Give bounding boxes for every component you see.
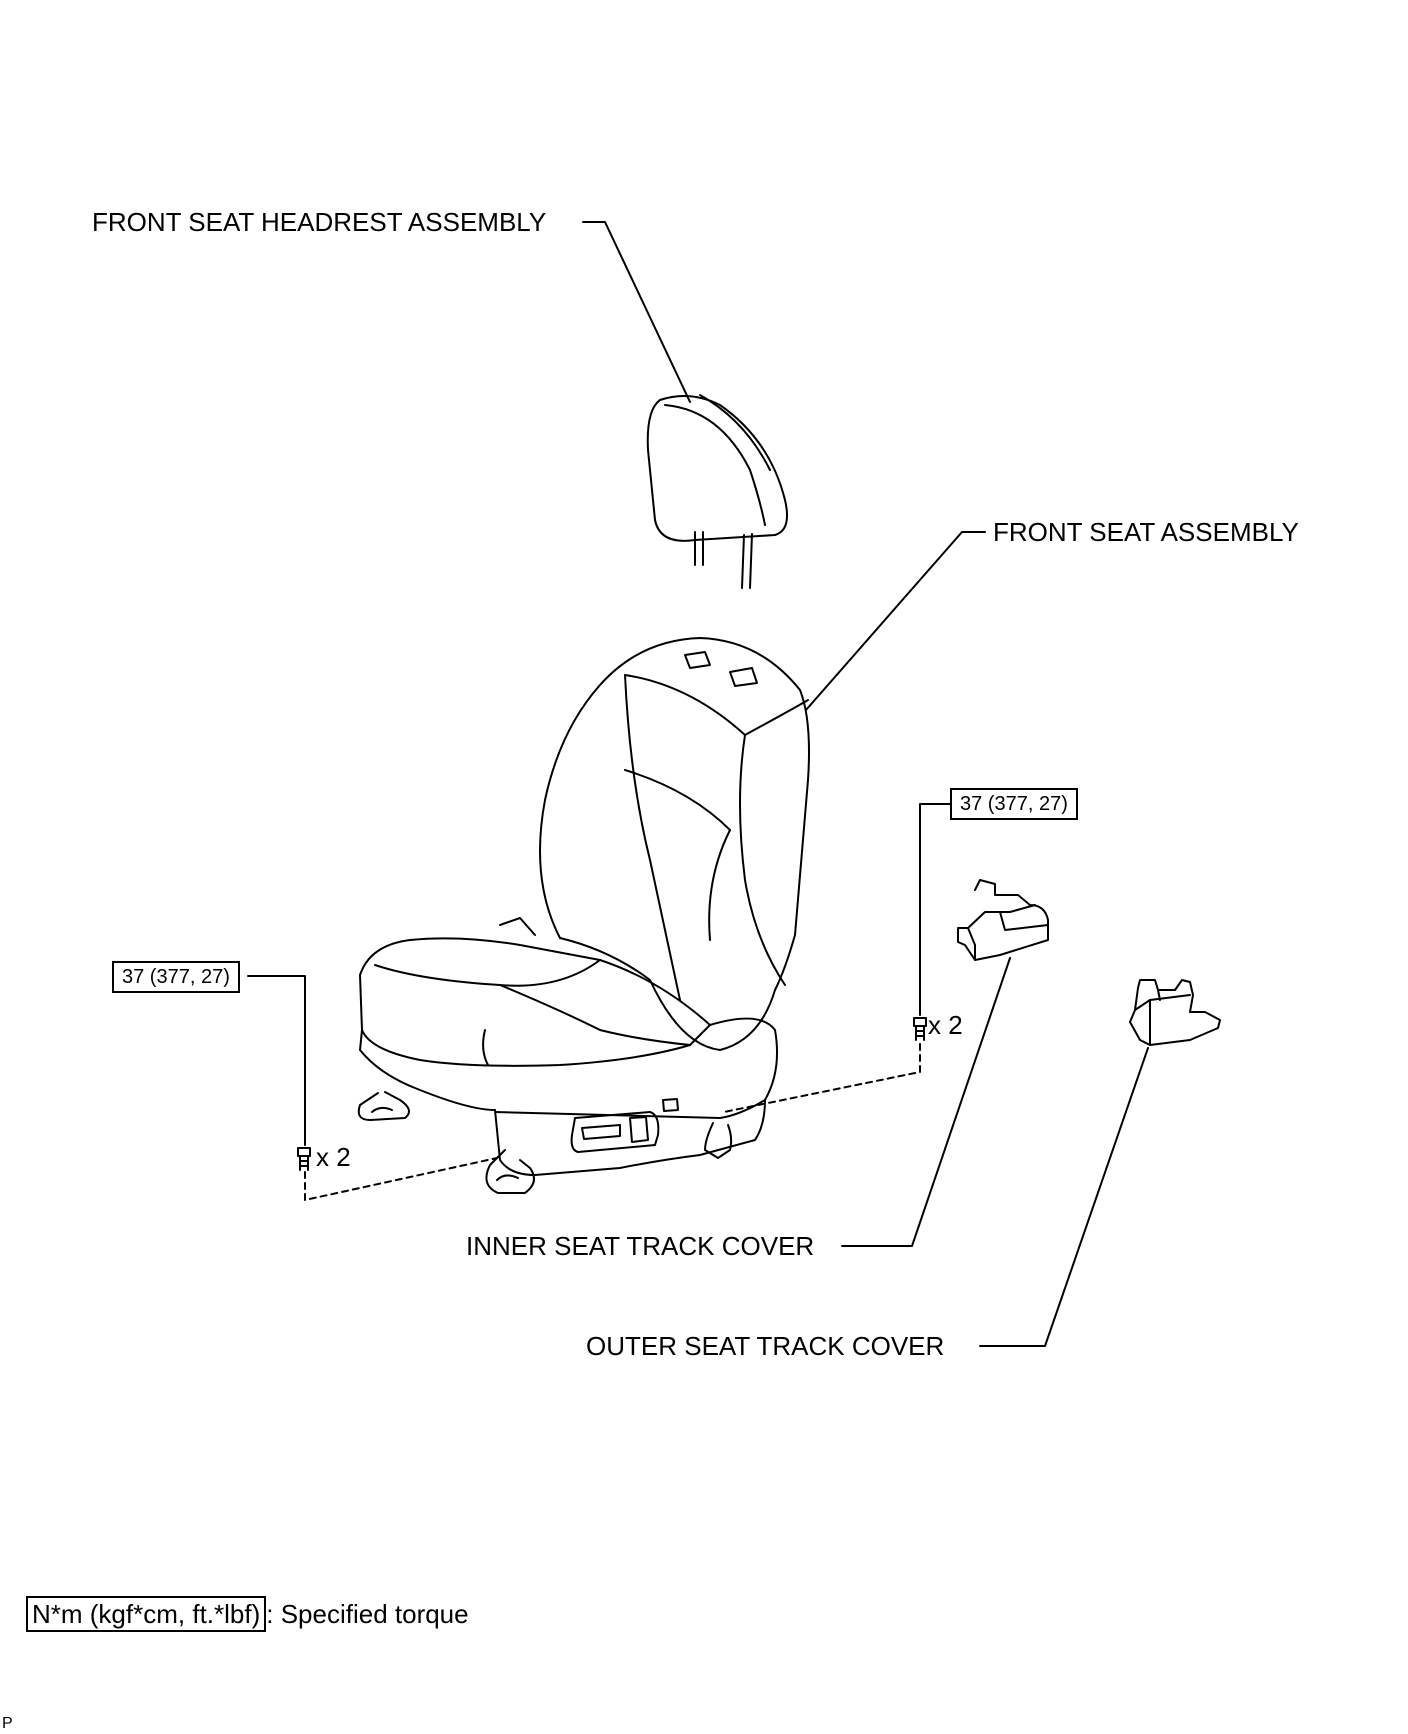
seat-label: FRONT SEAT ASSEMBLY (993, 517, 1299, 547)
corner-mark: P (2, 1715, 13, 1732)
seat-drawing (539, 637, 810, 1051)
bolt-count-right: x 2 (928, 1010, 963, 1040)
leader-outer-cover (979, 1047, 1149, 1347)
leader-torque-right (919, 803, 951, 1016)
bolt-count-left: x 2 (316, 1142, 351, 1172)
seat-cushion-drawing (357, 917, 778, 1194)
outer-seat-track-cover-drawing (1129, 979, 1221, 1046)
bolt-right-icon (913, 1017, 927, 1041)
bolt-path-lines (304, 1043, 921, 1201)
inner-seat-track-cover-drawing (957, 879, 1049, 961)
inner-cover-label: INNER SEAT TRACK COVER (466, 1231, 815, 1261)
bolt-left-icon (297, 1147, 311, 1171)
outer-cover-label: OUTER SEAT TRACK COVER (586, 1331, 945, 1361)
torque-legend: N*m (kgf*cm, ft.*lbf): Specified torque (26, 1596, 469, 1632)
legend-unit-box: N*m (kgf*cm, ft.*lbf) (26, 1596, 267, 1632)
torque-spec-right: 37 (377, 27) (950, 788, 1078, 820)
leader-inner-cover (841, 957, 1011, 1247)
leader-headrest (582, 221, 691, 403)
headrest-drawing (646, 394, 788, 589)
leader-seat (805, 531, 986, 711)
headrest-label: FRONT SEAT HEADREST ASSEMBLY (92, 207, 547, 237)
leader-torque-left (247, 975, 306, 1146)
torque-spec-left: 37 (377, 27) (112, 961, 240, 993)
legend-text: : Specified torque (266, 1599, 469, 1629)
leader-lines (247, 221, 1149, 1347)
